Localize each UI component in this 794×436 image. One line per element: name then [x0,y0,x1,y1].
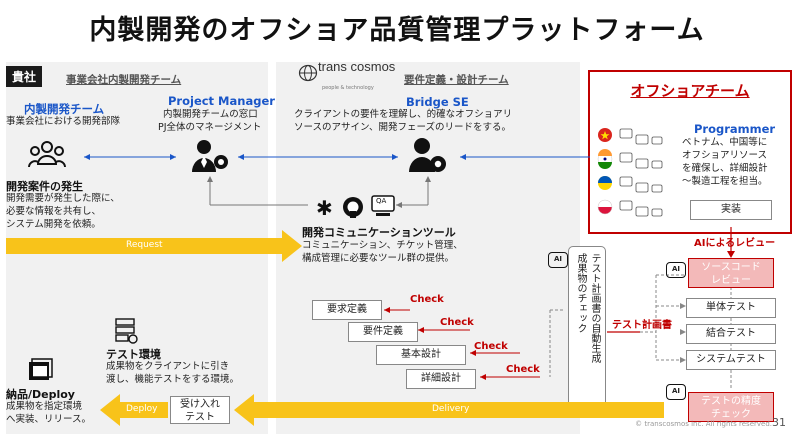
case-desc-2: 必要な情報を共有し、 [6,206,102,217]
ai-robot-icon: AI [548,252,568,268]
check-label-3: Check [474,341,508,352]
ai-robot-icon-accuracy: AI [666,384,686,400]
transcosmos-tagline: people & technology [322,85,374,91]
delivery-arrow-head [234,394,254,426]
basic-design-box: 基本設計 [376,345,466,365]
project-manager-icon [192,140,228,172]
delivery-arrow [254,402,664,418]
case-desc-1: 開発需要が発生した際に、 [6,193,120,204]
deliverable-check-label: 成果物のチェック [575,253,586,333]
inhouse-team-title: 内製開発チーム [24,102,105,116]
github-icon [343,197,363,218]
server-icon [115,318,138,344]
delivery-desc-2: へ実装、リリース。 [6,414,92,425]
accuracy-check-line1: テストの精度 [701,396,761,407]
tools-desc-1: コミュニケーション、チケット管理、 [302,240,463,251]
accuracy-check-line2: チェック [711,409,751,420]
programmer-title: Programmer [694,122,776,136]
page-title: 内製開発のオフショア品質管理プラットフォーム [89,15,705,46]
pm-title: Project Manager [168,94,275,108]
test-env-desc-1: 成果物をクライアントに引き [106,361,230,372]
integration-test-box: 結合テスト [686,324,776,344]
pm-desc-1: 内製開発チームの窓口 [163,109,258,120]
accuracy-check-box: テストの精度 チェック [688,392,774,422]
copyright: © transcosmos inc. All rights reserved. [635,420,772,428]
delivery-title: 納品/Deploy [6,388,75,401]
system-test-box: システムテスト [686,350,776,370]
programmer-desc-2: オフショアリソース [682,150,768,161]
auto-gen-label: テスト計画書の自動生成 [589,253,600,363]
test-env-title: テスト環境 [106,348,161,361]
bridge-se-desc-2: ソースのアサイン、開発フェーズのリードをする。 [294,122,511,133]
acceptance-line2: テスト [185,412,215,423]
test-plan-label: テスト計画書 [612,320,672,331]
deploy-folder-icon [29,358,53,380]
request-arrow-head [282,230,302,262]
check-label-2: Check [440,317,474,328]
client-tag: 貴社 [6,66,43,87]
programmer-desc-4: 〜製造工程を担当。 [682,176,768,187]
request-arrow [6,238,282,254]
acceptance-line1: 受け入れ [180,399,220,410]
country-flags-icon [597,128,663,217]
bridge-se-desc-1: クライアントの要件を理解し、的確なオフショアリ [294,109,513,120]
slack-icon: ✱ [316,196,333,220]
qa-label: QA [376,197,387,205]
auto-gen-box: テスト計画書の自動生成 成果物のチェック [568,246,606,408]
deploy-arrow-head [100,394,120,426]
check-label-1: Check [410,294,444,305]
programmer-desc-1: ベトナム、中国等に [682,137,768,148]
globe-icon [298,64,318,82]
delivery-desc-1: 成果物を指定環境 [6,401,83,412]
programmer-desc-3: を確保し、詳細設計 [682,163,768,174]
team-group-icon [28,141,66,168]
implementation-box: 実装 [690,200,772,220]
acceptance-test-box: 受け入れ テスト [170,396,230,424]
bridge-se-icon [409,138,446,172]
source-review-line1: ソースコード [701,262,761,273]
check-label-4: Check [506,364,540,375]
tools-title: 開発コミュニケーションツール [302,226,456,239]
deploy-label: Deploy [126,404,158,414]
case-desc-3: システム開発を依頼。 [6,219,101,230]
offshore-team-title: オフショアチーム [630,82,750,100]
deploy-arrow [120,402,168,418]
tools-desc-2: 構成管理に必要なツール群の提供。 [302,253,455,264]
qa-monitor-icon [371,195,395,216]
transcosmos-wordmark: trans cosmos [318,59,396,74]
page-number: 31 [772,416,786,429]
detailed-design-box: 詳細設計 [406,369,476,389]
transcosmos-logo [298,64,318,86]
spec-definition-box: 要件定義 [348,322,418,342]
ai-review-label: AIによるレビュー [694,238,776,249]
source-review-box: ソースコード レビュー [688,258,774,288]
delivery-label: Delivery [432,404,470,414]
requirements-definition-box: 要求定義 [312,300,382,320]
case-title: 開発案件の発生 [6,180,83,193]
ai-robot-icon-review: AI [666,262,686,278]
client-team-title: 事業会社内製開発チーム [66,74,182,86]
inhouse-team-desc: 事業会社における開発部隊 [6,116,121,127]
unit-test-box: 単体テスト [686,298,776,318]
req-team-title: 要件定義・設計チーム [404,74,509,86]
pm-desc-2: PJ全体のマネージメント [158,122,262,133]
source-review-line2: レビュー [711,275,751,286]
bridge-se-title: Bridge SE [406,95,469,109]
test-env-desc-2: 渡し、機能テストをする環境。 [106,374,240,385]
request-label: Request [126,240,163,250]
